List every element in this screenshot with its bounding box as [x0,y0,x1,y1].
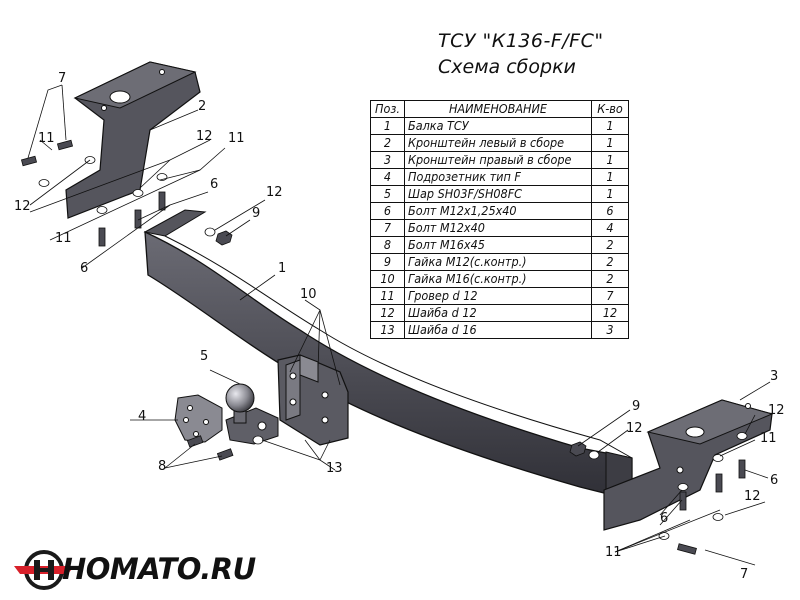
row-name: Кронштейн левый в сборе [404,134,592,152]
logo-wordmark: HOMATO.RU [62,552,256,586]
row-qty: 1 [591,134,629,152]
callout-3: 3 [770,369,778,384]
callout-6d: 6 [660,511,668,526]
socket-plate [174,394,223,443]
row-qty: 2 [591,270,629,288]
row-qty: 2 [591,253,629,271]
callout-8: 8 [158,459,166,474]
callout-7a: 7 [58,71,66,86]
row-name: Кронштейн правый в сборе [404,151,592,169]
row-pos: 10 [370,270,405,288]
row-qty: 12 [591,304,629,322]
row-qty: 1 [591,168,629,186]
row-name: Болт М16х45 [404,236,592,254]
row-pos: 4 [370,168,405,186]
callout-11e: 11 [605,545,622,560]
row-pos: 7 [370,219,405,237]
callout-9b: 9 [632,399,640,414]
callout-13: 13 [326,461,343,476]
row-name: Шар SH03F/SH08FC [404,185,592,203]
callout-6b: 6 [80,261,88,276]
row-name: Болт М12х40 [404,219,592,237]
callout-11c: 11 [55,231,72,246]
header-name: НАИМЕНОВАНИЕ [404,100,592,118]
row-qty: 1 [591,151,629,169]
row-name: Гайка М12(с.контр.) [404,253,592,271]
row-pos: 8 [370,236,405,254]
row-pos: 9 [370,253,405,271]
callout-11a: 11 [38,131,55,146]
homato-logo-emblem [14,550,74,590]
callout-6a: 6 [210,177,218,192]
row-qty: 1 [591,185,629,203]
row-qty: 7 [591,287,629,305]
row-name: Гровер d 12 [404,287,592,305]
tow-ball [225,383,279,445]
callout-4: 4 [138,409,146,424]
row-pos: 3 [370,151,405,169]
callout-1: 1 [278,261,286,276]
beam-center-bracket [277,354,349,446]
callout-12c: 12 [266,185,283,200]
row-qty: 2 [591,236,629,254]
row-qty: 1 [591,117,629,135]
drawing-title: ТСУ "К136-F/FC" [438,30,604,52]
header-qty: К-во [591,100,629,118]
row-qty: 6 [591,202,629,220]
row-name: Балка ТСУ [404,117,592,135]
row-qty: 4 [591,219,629,237]
row-pos: 11 [370,287,405,305]
callout-11b: 11 [228,131,245,146]
row-name: Шайба d 12 [404,304,592,322]
leader-lines [27,84,771,566]
row-name: Шайба d 16 [404,321,592,339]
row-pos: 6 [370,202,405,220]
callout-12f: 12 [744,489,761,504]
callout-12b: 12 [14,199,31,214]
row-pos: 1 [370,117,405,135]
left-bracket [65,61,201,219]
row-name: Гайка М16(с.контр.) [404,270,592,288]
callout-12e: 12 [626,421,643,436]
callout-11d: 11 [760,431,777,446]
row-name: Болт М12х1,25х40 [404,202,592,220]
right-bracket [603,399,774,531]
callout-labels: 7 2 11 12 11 12 6 11 6 12 9 1 10 5 4 8 1… [14,71,785,582]
drawing-subtitle: Схема сборки [438,56,576,78]
callout-7b: 7 [740,567,748,582]
row-pos: 12 [370,304,405,322]
row-pos: 13 [370,321,405,339]
row-pos: 5 [370,185,405,203]
callout-12d: 12 [768,403,785,418]
header-pos: Поз. [370,100,405,118]
callout-6c: 6 [770,473,778,488]
parts-table-header: Поз. НАИМЕНОВАНИЕ К-во [370,100,629,118]
row-qty: 3 [591,321,629,339]
row-name: Подрозетник тип F [404,168,592,186]
callout-5: 5 [200,349,208,364]
callout-10: 10 [300,287,317,302]
callout-9a: 9 [252,206,260,221]
callout-2: 2 [198,99,206,114]
row-pos: 2 [370,134,405,152]
callout-12a: 12 [196,129,213,144]
